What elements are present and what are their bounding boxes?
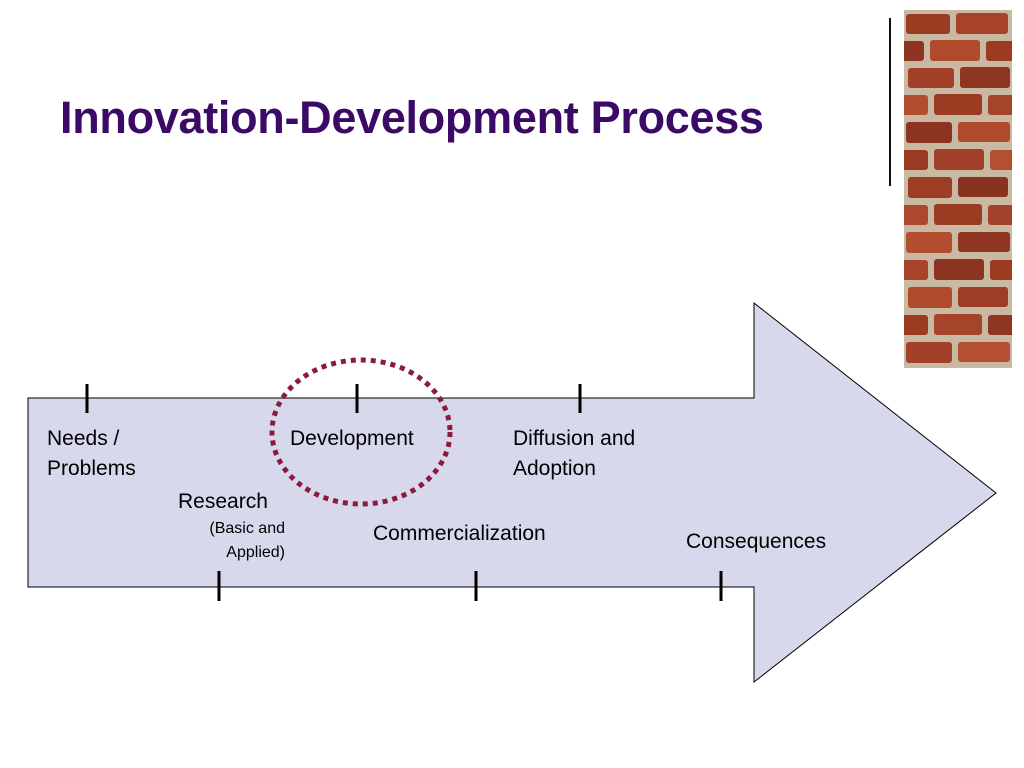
brick-wall-image [904, 10, 1012, 368]
development-highlight-circle [269, 357, 453, 507]
research-sublabel: (Basic and Applied) [209, 517, 285, 565]
research-sublabel-line2: Applied) [226, 544, 285, 561]
title-divider-line [889, 18, 891, 186]
stage-label-consequences: Consequences [686, 530, 827, 553]
process-arrow [27, 301, 997, 684]
slide-title: Innovation-Development Process [60, 92, 764, 143]
stage-label-commercialization: Commercialization [373, 522, 546, 545]
diffusion-label-line2: Adoption [513, 457, 596, 480]
diffusion-label-line1: Diffusion and [513, 427, 636, 450]
stage-label-development: Development [290, 427, 414, 450]
needs-label-line2: Problems [47, 457, 136, 480]
stage-label-needs: Needs / Problems [47, 424, 136, 484]
needs-label-line1: Needs / [47, 427, 120, 450]
top-tick-marks [85, 384, 582, 413]
stage-label-research: Research [178, 490, 268, 513]
stage-label-diffusion: Diffusion and Adoption [513, 424, 635, 484]
research-sublabel-line1: (Basic and [209, 520, 285, 537]
bottom-tick-marks [217, 571, 723, 601]
